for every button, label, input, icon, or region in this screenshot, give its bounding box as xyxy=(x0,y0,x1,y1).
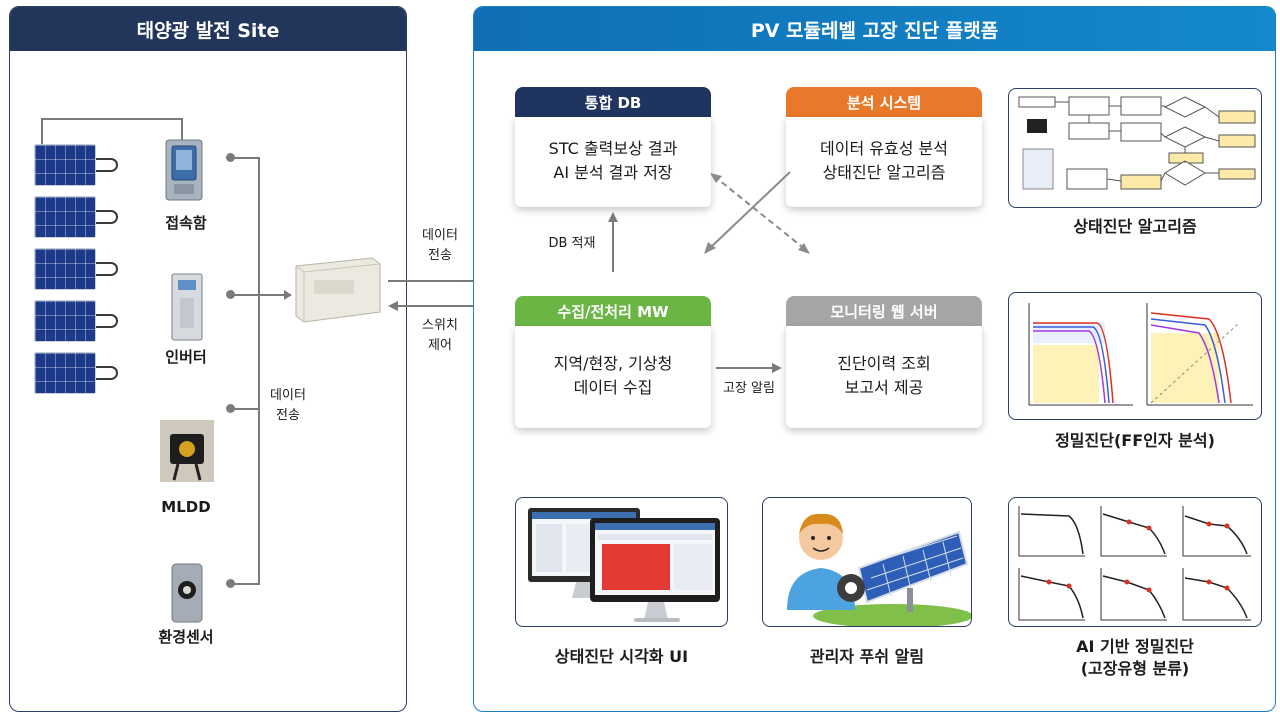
collection-mw-box: 지역/현장, 기상청 데이터 수집 xyxy=(515,326,711,428)
pv-string-wire xyxy=(41,118,182,120)
pv-module-icon xyxy=(34,196,96,238)
bus-wire xyxy=(232,408,260,410)
inverter-icon xyxy=(171,273,203,341)
bus-wire xyxy=(232,583,260,585)
ai-classification-caption: AI 기반 정밀진단 (고장유형 분류) xyxy=(1076,637,1194,678)
analysis-flow-arrows xyxy=(704,171,810,254)
monitor-screens-graphic xyxy=(528,508,720,622)
fault-curves-graphic xyxy=(1018,506,1251,621)
site-data-transfer-label: 데이터 전송 xyxy=(270,388,306,423)
bus-wire xyxy=(232,157,260,159)
admin-push-caption: 관리자 푸쉬 알림 xyxy=(809,647,925,666)
ff-analysis-caption: 정밀진단(FF인자 분석) xyxy=(1055,431,1215,450)
pv-module-icon xyxy=(34,144,96,186)
link-data-transfer-label: 데이터 전송 xyxy=(422,228,458,263)
monitoring-web-box: 진단이력 조회 보고서 제공 xyxy=(786,326,982,428)
analysis-system-tab: 분석 시스템 xyxy=(786,87,982,117)
pv-cable-icon xyxy=(96,366,118,380)
combiner-box-label: 접속함 xyxy=(165,214,207,232)
integrated-db-tab: 통합 DB xyxy=(515,87,711,117)
mldd-icon xyxy=(160,420,214,482)
ff-analysis-thumbnail xyxy=(1008,292,1262,420)
bus-connector-dot xyxy=(226,404,235,413)
monitoring-web-tab: 모니터링 웹 서버 xyxy=(786,296,982,326)
pv-module-icon xyxy=(34,248,96,290)
state-algorithm-caption: 상태진단 알고리즘 xyxy=(1073,217,1197,236)
pv-cable-icon xyxy=(96,314,118,328)
combiner-box-icon xyxy=(165,139,203,201)
fault-alert-label: 고장 알림 xyxy=(723,381,775,396)
pv-cable-icon xyxy=(96,210,118,224)
integrated-db-box: STC 출력보상 결과 AI 분석 결과 저장 xyxy=(515,117,711,207)
pv-cable-icon xyxy=(96,158,118,172)
pv-module-icon xyxy=(34,300,96,342)
mldd-label: MLDD xyxy=(161,498,211,516)
iv-curve-graphic xyxy=(1028,303,1253,406)
pv-string-wire-right xyxy=(181,118,183,140)
admin-solar-graphic xyxy=(787,513,971,626)
env-sensor-label: 환경센서 xyxy=(158,628,214,646)
platform-panel-title: PV 모듈레벨 고장 진단 플랫폼 xyxy=(474,7,1275,51)
env-sensor-icon xyxy=(171,563,203,623)
monitoring-web-text: 진단이력 조회 보고서 제공 xyxy=(837,354,931,397)
link-switch-control-label: 스위치 제어 xyxy=(422,318,458,353)
site-panel-title: 태양광 발전 Site xyxy=(10,7,406,51)
bus-trunk xyxy=(258,157,260,584)
admin-push-thumbnail xyxy=(762,497,972,627)
db-load-label: DB 적재 xyxy=(548,236,596,251)
analysis-system-text: 데이터 유효성 분석 상태진단 알고리즘 xyxy=(820,139,948,182)
fault-alert-arrow xyxy=(716,363,782,373)
pv-cable-icon xyxy=(96,262,118,276)
bus-connector-dot xyxy=(226,153,235,162)
ai-classification-thumbnail xyxy=(1008,497,1262,627)
collection-mw-tab: 수집/전처리 MW xyxy=(515,296,711,326)
state-algorithm-thumbnail xyxy=(1008,88,1262,208)
flowchart-graphic xyxy=(1018,96,1256,190)
pv-string-wire-left xyxy=(41,118,43,146)
db-load-arrow xyxy=(608,212,618,272)
bus-arrow xyxy=(230,290,292,300)
analysis-system-box: 데이터 유효성 분석 상태진단 알고리즘 xyxy=(786,117,982,207)
visual-ui-thumbnail xyxy=(515,497,728,627)
pv-module-icon xyxy=(34,352,96,394)
inverter-label: 인버터 xyxy=(165,348,207,366)
gateway-device-icon xyxy=(295,257,381,323)
visual-ui-caption: 상태진단 시각화 UI xyxy=(554,647,689,666)
collection-mw-text: 지역/현장, 기상청 데이터 수집 xyxy=(553,354,673,397)
integrated-db-text: STC 출력보상 결과 AI 분석 결과 저장 xyxy=(548,139,678,182)
bus-connector-dot xyxy=(226,579,235,588)
